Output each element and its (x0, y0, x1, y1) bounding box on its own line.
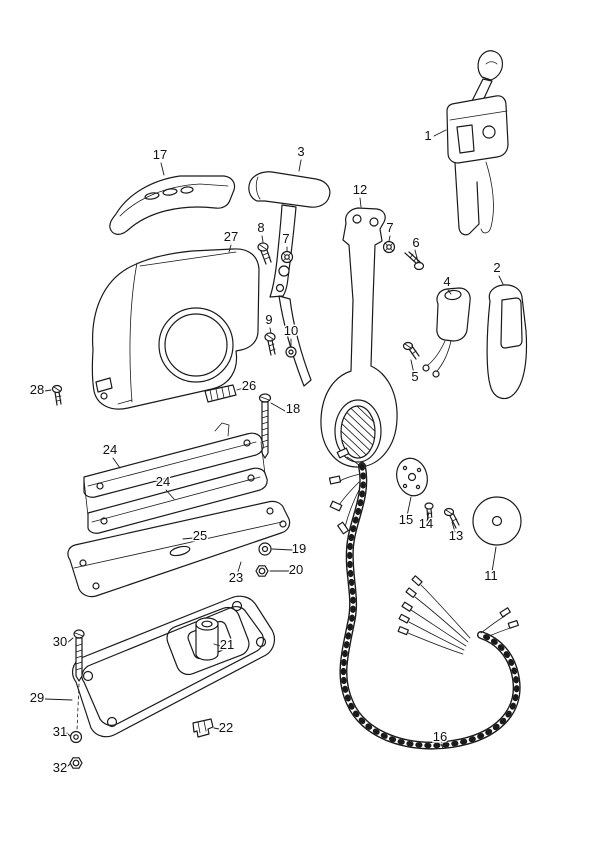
part-19-washer (258, 542, 272, 556)
part-label-15: 15 (399, 512, 413, 527)
part-label-24a: 24 (103, 442, 117, 457)
part-label-17: 17 (153, 147, 167, 162)
part-label-7b: 7 (386, 220, 393, 235)
part-14-screw (424, 502, 434, 522)
part-15-disc (396, 457, 428, 497)
part-label-5: 5 (411, 369, 418, 384)
part-1-remote-control (446, 50, 509, 236)
part-label-26: 26 (242, 378, 256, 393)
part-label-24b: 24 (156, 474, 170, 489)
part-22-clip (192, 718, 214, 738)
part-label-13: 13 (449, 528, 463, 543)
part-30-screw (73, 629, 85, 731)
part-7-washer-right (382, 240, 396, 254)
part-label-16: 16 (433, 729, 447, 744)
part-20-nut (255, 565, 269, 577)
part-label-2: 2 (493, 260, 500, 275)
part-24-bracket-lower (83, 441, 268, 534)
part-label-11: 11 (484, 568, 498, 583)
part-7-washer-left (280, 250, 294, 264)
part-label-31: 31 (53, 724, 67, 739)
part-label-14: 14 (419, 516, 433, 531)
leader-lines (44, 129, 504, 768)
part-label-27: 27 (224, 229, 238, 244)
part-labels: 17 3 1 12 8 7 7 6 27 2 4 9 10 5 28 26 18… (28, 127, 502, 777)
part-label-32: 32 (53, 760, 67, 775)
part-31-washer (69, 730, 83, 744)
part-9-screw (264, 332, 276, 356)
part-label-12: 12 (353, 182, 367, 197)
part-5-screw (402, 341, 420, 360)
part-label-30: 30 (53, 634, 67, 649)
part-label-18: 18 (286, 401, 300, 416)
part-12-bracket-arm (320, 207, 398, 468)
part-label-4: 4 (443, 274, 450, 289)
part-label-9: 9 (265, 312, 272, 327)
part-label-19: 19 (292, 541, 306, 556)
part-27-cover (91, 248, 260, 410)
part-13-screw (443, 507, 460, 529)
part-18-screw (258, 393, 272, 459)
part-label-28: 28 (30, 382, 44, 397)
part-32-nut (69, 757, 83, 769)
part-10-washer (285, 346, 297, 358)
part-label-3: 3 (297, 144, 304, 159)
part-6-screw (404, 251, 425, 271)
part-26-damper (204, 384, 237, 403)
part-label-20: 20 (289, 562, 303, 577)
part-label-23: 23 (229, 570, 243, 585)
part-label-21: 21 (220, 637, 234, 652)
part-4-switch (422, 287, 471, 378)
part-28-screw (51, 384, 63, 406)
part-label-10: 10 (284, 323, 298, 338)
part-17-cover-strip (109, 175, 236, 235)
part-label-29: 29 (30, 690, 44, 705)
part-29-housing (71, 595, 276, 738)
part-label-7a: 7 (282, 231, 289, 246)
part-label-25: 25 (193, 528, 207, 543)
part-2-grip (486, 284, 528, 400)
part-16-harness (328, 447, 521, 750)
part-8-screw (257, 242, 272, 265)
part-21-cylinder (195, 617, 219, 661)
part-23-plate (67, 500, 291, 598)
part-label-8: 8 (257, 220, 264, 235)
part-11-knob (472, 496, 522, 546)
part-label-22: 22 (219, 720, 233, 735)
part-label-1: 1 (424, 128, 431, 143)
part-label-6: 6 (412, 235, 419, 250)
